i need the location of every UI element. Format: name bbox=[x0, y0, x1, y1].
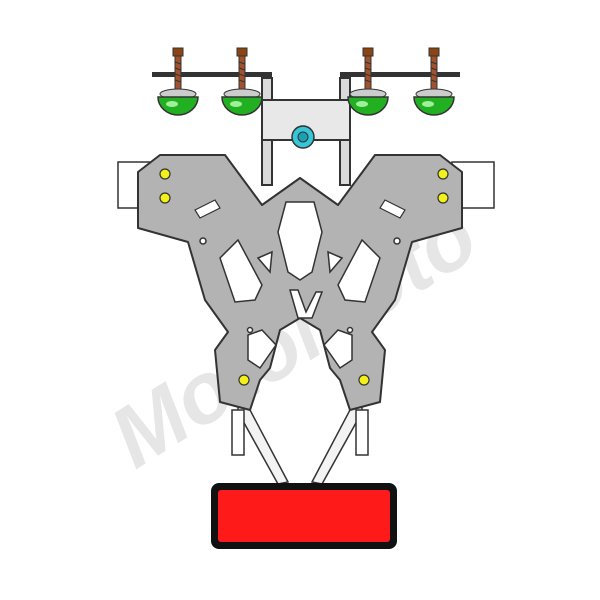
bolt-with-green-nut-icon bbox=[221, 47, 263, 116]
yellow-mount-hole-icon bbox=[437, 192, 449, 204]
top-mounting-bar-left bbox=[152, 72, 272, 77]
cyan-bolt-head-icon bbox=[291, 125, 315, 149]
vertical-straps bbox=[261, 77, 351, 186]
bolt-with-green-nut-icon bbox=[347, 47, 389, 116]
main-bracket-plate bbox=[137, 154, 463, 411]
yellow-mount-holes bbox=[159, 168, 449, 386]
bolt-group bbox=[157, 47, 455, 116]
yellow-mount-hole-icon bbox=[159, 192, 171, 204]
plate-slots bbox=[194, 199, 406, 219]
bolt-with-green-nut-icon bbox=[157, 47, 199, 116]
yellow-mount-hole-icon bbox=[238, 374, 250, 386]
red-reflector-icon bbox=[211, 483, 397, 549]
yellow-mount-hole-icon bbox=[159, 168, 171, 180]
bolt-with-green-nut-icon bbox=[413, 47, 455, 116]
yellow-mount-hole-icon bbox=[358, 374, 370, 386]
top-mounting-bar-right bbox=[340, 72, 460, 77]
yellow-mount-hole-icon bbox=[437, 168, 449, 180]
